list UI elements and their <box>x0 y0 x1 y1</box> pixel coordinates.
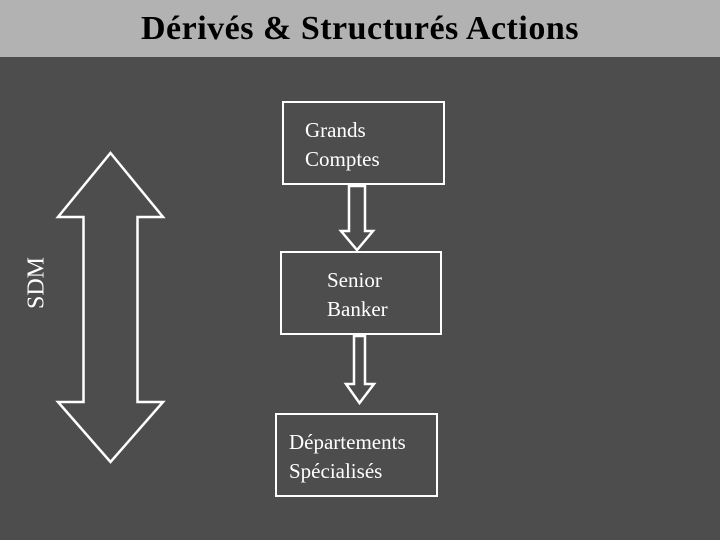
node-departements-specialises: Départements Spécialisés <box>275 413 438 497</box>
node-grands-comptes: Grands Comptes <box>282 101 445 185</box>
title-banner: Dérivés & Structurés Actions <box>0 0 720 57</box>
slide-title: Dérivés & Structurés Actions <box>141 9 579 47</box>
vertical-double-arrow-icon <box>55 151 166 464</box>
sdm-label: SDM <box>23 256 50 310</box>
node-senior-banker: Senior Banker <box>280 251 442 335</box>
down-arrow-icon <box>338 184 376 252</box>
node-label: Senior Banker <box>327 268 388 321</box>
node-label: Grands Comptes <box>305 118 380 171</box>
node-label: Départements Spécialisés <box>289 430 406 483</box>
down-arrow-icon <box>343 334 377 406</box>
